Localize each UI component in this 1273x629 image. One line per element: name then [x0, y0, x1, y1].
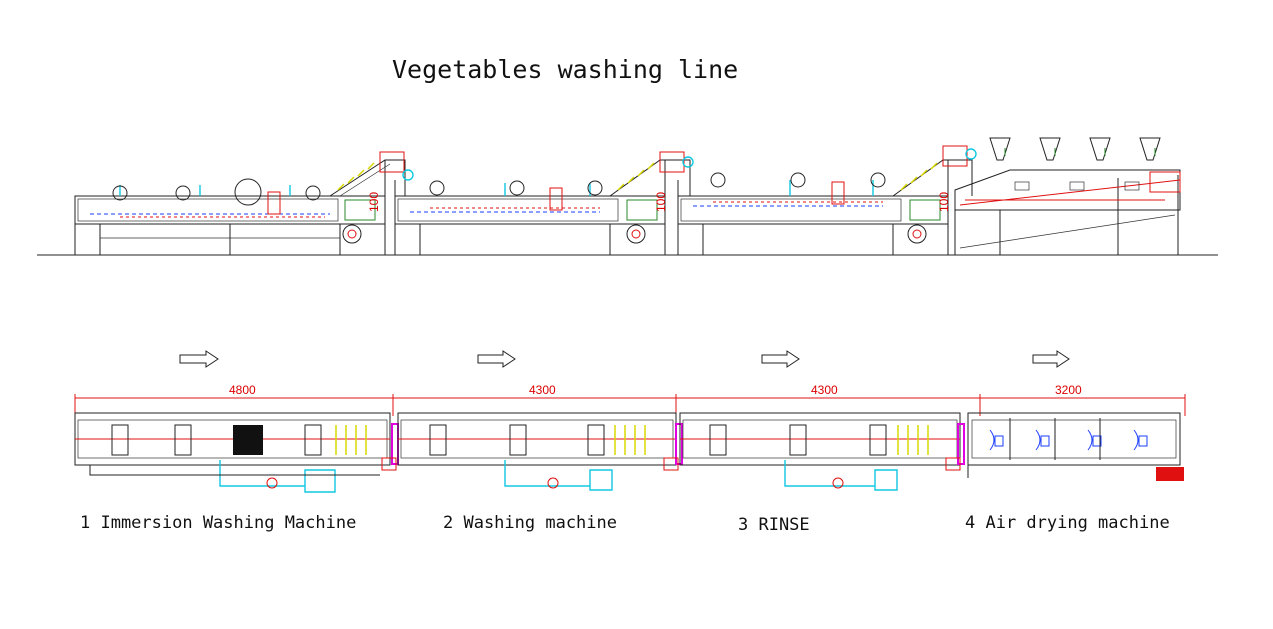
machine-3-side-view: 100 — [677, 145, 977, 255]
machine-2-label: 2 Washing machine — [443, 513, 617, 533]
machine-2-plan-view — [397, 412, 683, 491]
machine-1-side-view: 100 — [74, 151, 414, 255]
right-arrow-icon — [1032, 350, 1070, 368]
dimension-machine-4: 3200 — [1055, 383, 1082, 397]
right-arrow-icon — [761, 350, 800, 368]
machine-3-plan-view — [679, 412, 965, 491]
machine-4-plan-view — [967, 412, 1184, 481]
machine-4-side-view — [954, 137, 1181, 255]
machine-4-label: 4 Air drying machine — [965, 513, 1170, 533]
dimension-machine-2: 4300 — [529, 383, 556, 397]
pump-block — [233, 425, 263, 455]
machine-1-plan-view — [74, 412, 399, 493]
dimension-machine-1: 4800 — [229, 383, 256, 397]
mark-2: 100 — [654, 192, 668, 212]
machine-1-label: 1 Immersion Washing Machine — [80, 513, 356, 533]
mark-1: 100 — [367, 192, 381, 212]
motor-unit — [1156, 467, 1184, 481]
diagram-title: Vegetables washing line — [392, 55, 738, 84]
dimension-lines — [74, 394, 1186, 416]
machine-2-side-view: 100 — [394, 151, 694, 255]
right-arrow-icon — [179, 350, 219, 368]
right-arrow-icon — [477, 350, 516, 368]
mark-3: 100 — [937, 192, 951, 212]
machine-3-label: 3 RINSE — [738, 515, 810, 535]
dimension-machine-3: 4300 — [811, 383, 838, 397]
